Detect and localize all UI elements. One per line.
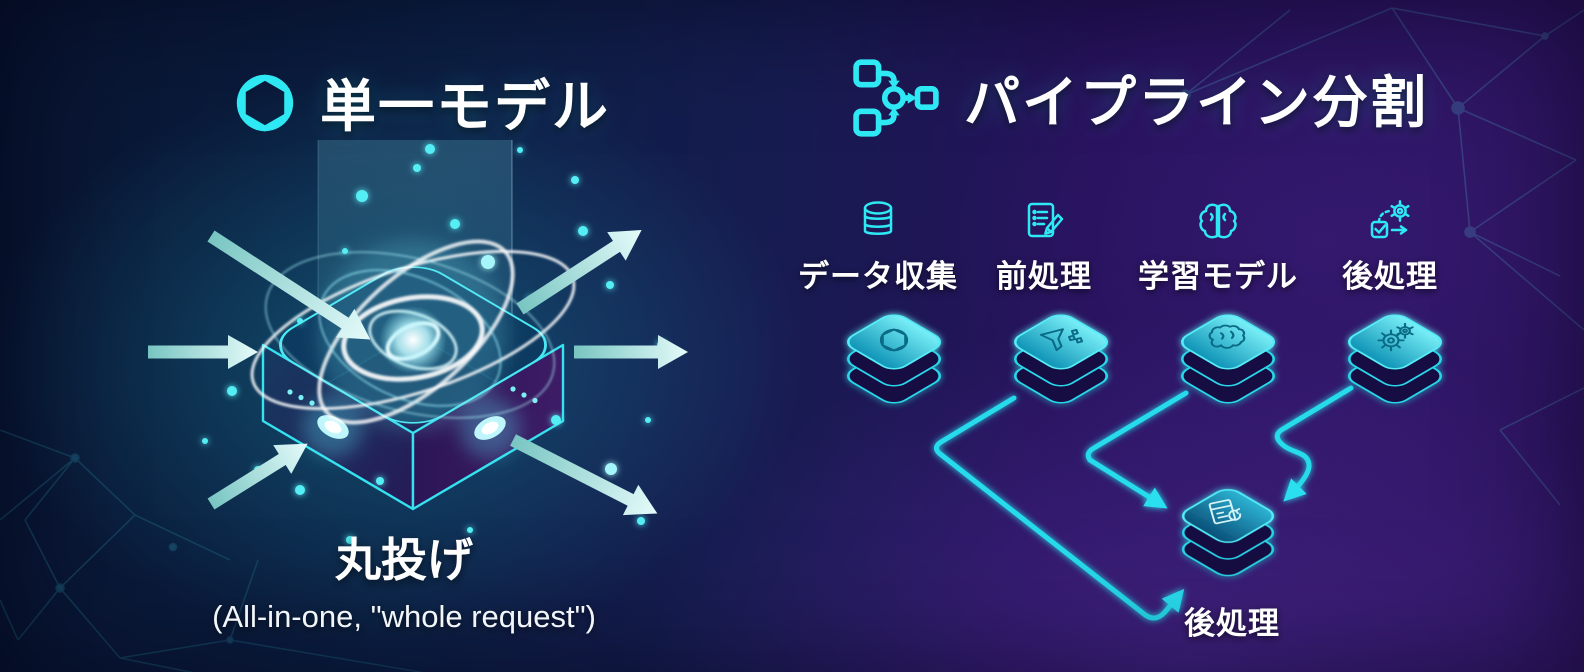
stage-preprocess: 前処理 (934, 198, 1154, 296)
process-check-icon (1370, 200, 1410, 239)
document-edit-icon (1027, 202, 1064, 238)
pipeline-graphic (840, 310, 1449, 621)
output-report-icon (1208, 499, 1242, 525)
particles (202, 144, 665, 544)
network-bottom-left-decoration (0, 429, 421, 672)
output-arrows (510, 230, 688, 516)
single-model-title: 単一モデル (320, 75, 610, 138)
single-model-graphic (148, 140, 688, 544)
brain-icon (1199, 203, 1237, 239)
stage-label: 学習モデル (1138, 259, 1298, 294)
connector-model-to-final (1085, 390, 1189, 509)
neural-blob-icon (1208, 324, 1246, 349)
network-top-right-decoration (1179, 7, 1584, 506)
stage-model: 学習モデル (1108, 198, 1328, 296)
gears-icon (1377, 322, 1414, 352)
pipeline-header: パイプライン分割 (852, 56, 1428, 140)
node-icons (879, 322, 1414, 525)
caption-japanese: 丸投げ (335, 534, 473, 586)
final-stage-label: 後処理 (1184, 606, 1280, 641)
stage-postprocess: 後処理 (1280, 198, 1500, 296)
input-arrows (148, 230, 371, 510)
caption-english: (All-in-one, "whole request") (212, 599, 596, 634)
connector-postprocess-to-final (1274, 385, 1354, 502)
single-model-header: 単一モデル (234, 62, 610, 143)
pipeline-flow-icon (853, 59, 939, 137)
pipeline-title: パイプライン分割 (964, 70, 1428, 134)
single-model-caption: 丸投げ (All-in-one, "whole request") (148, 524, 660, 635)
funnel-icon (1039, 328, 1084, 352)
node-data-collection (840, 310, 948, 408)
stage-label: 前処理 (996, 259, 1092, 294)
openai-logo-icon (236, 74, 294, 131)
connector-preprocess-to-final (933, 395, 1185, 621)
node-postprocess (1341, 310, 1449, 408)
energy-swirl (250, 239, 576, 430)
swirl-icon (879, 328, 909, 352)
stage-label: データ収集 (798, 259, 958, 294)
pipeline-connectors (933, 385, 1354, 621)
node-preprocess (1007, 310, 1115, 408)
stage-data-collection: データ収集 (768, 198, 988, 296)
stage-label: 後処理 (1342, 259, 1438, 294)
pipeline-nodes (840, 310, 1449, 581)
database-icon (863, 201, 893, 235)
